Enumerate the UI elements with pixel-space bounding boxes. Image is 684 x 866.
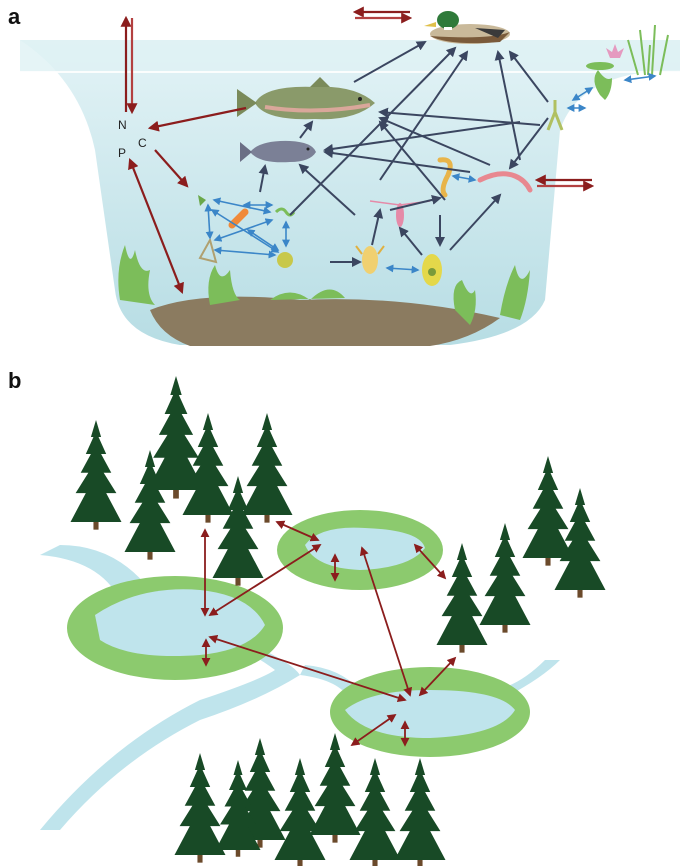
trophic-arrows — [258, 41, 549, 267]
tree-icon — [70, 420, 122, 530]
nutrient-label-p: P — [118, 146, 127, 160]
minnow-icon — [240, 140, 316, 163]
pond — [67, 576, 283, 680]
tree-icon — [436, 543, 488, 653]
diatom-icon — [546, 100, 564, 131]
connectivity-arrows — [200, 520, 457, 747]
daphnia-icon — [355, 245, 385, 274]
macrophytes — [118, 245, 530, 325]
reed-icon — [627, 24, 669, 76]
interaction-arrows — [204, 72, 657, 274]
nutrient-label-n: N — [118, 118, 127, 132]
tree-icon — [309, 733, 361, 843]
panel-label-a: a — [8, 4, 21, 29]
sediment — [150, 296, 500, 346]
pond — [330, 667, 530, 757]
rotifer-icon — [422, 254, 442, 286]
tree-icon — [522, 456, 574, 566]
nutrient-label-c: C — [138, 136, 147, 150]
worm-icon — [477, 171, 533, 193]
duck-icon — [424, 11, 510, 44]
water-lily-icon — [586, 44, 624, 100]
insect-larva-icon — [437, 157, 453, 198]
panel-label-b: b — [8, 368, 22, 393]
tree-icon — [394, 758, 446, 866]
tree-icon — [479, 523, 531, 633]
pond — [277, 510, 443, 590]
tree-icon — [241, 413, 293, 523]
tree-icon — [274, 758, 326, 866]
nutrient-flux-arrows — [120, 6, 595, 295]
tree-icon — [349, 758, 401, 866]
trout-icon — [237, 77, 375, 120]
